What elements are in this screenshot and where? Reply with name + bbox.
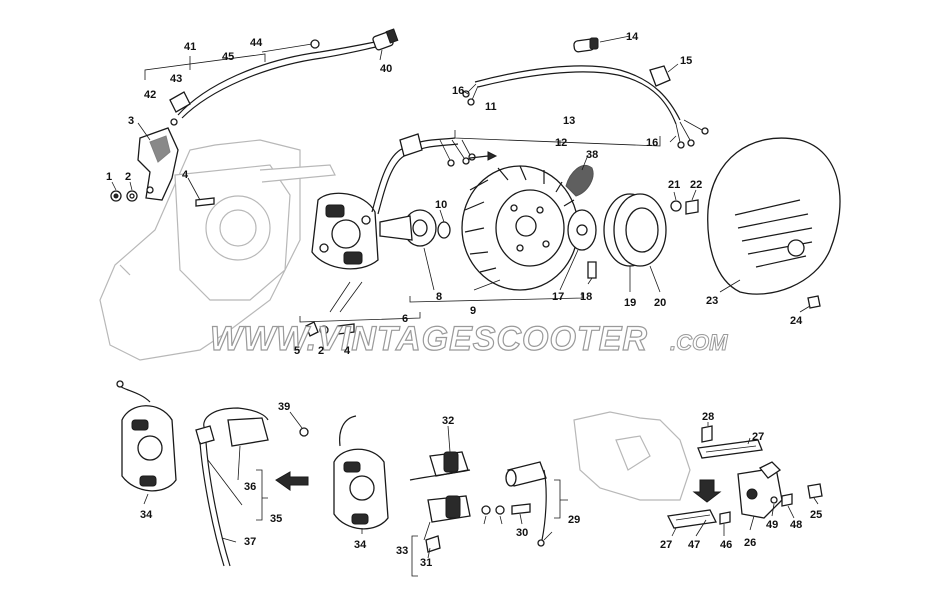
screw-18 — [587, 261, 597, 279]
label-16-right: 16 — [646, 137, 658, 149]
coil-32 — [409, 451, 471, 481]
leader-lines — [111, 35, 819, 577]
label-49: 49 — [766, 519, 778, 531]
contact-breaker-27-bottom — [667, 509, 717, 529]
direction-arrow-down — [692, 479, 722, 503]
felt-pad-38 — [565, 164, 594, 197]
stator-plate-34-mid — [333, 415, 389, 530]
label-12: 12 — [555, 137, 567, 149]
label-34-left: 34 — [140, 509, 153, 521]
label-20: 20 — [654, 297, 666, 309]
label-36: 36 — [244, 481, 256, 493]
label-28: 28 — [702, 411, 714, 423]
small-parts-5-2-30 — [481, 503, 531, 515]
part-labels: 1 2 3 4 5 2 4 6 8 9 10 11 12 13 14 15 16… — [106, 31, 822, 569]
label-21: 21 — [668, 179, 680, 191]
ring-10 — [437, 221, 451, 239]
label-13: 13 — [563, 115, 575, 127]
cap-15 — [649, 65, 671, 87]
label-33: 33 — [396, 545, 408, 557]
label-37: 37 — [244, 536, 256, 548]
label-1: 1 — [106, 171, 112, 183]
label-4-center: 4 — [344, 345, 351, 357]
label-30: 30 — [516, 527, 528, 539]
bolt-48 — [781, 493, 793, 507]
cam-block-26 — [737, 461, 783, 519]
label-15: 15 — [680, 55, 692, 67]
label-34-mid: 34 — [354, 539, 367, 551]
label-27-top: 27 — [752, 431, 764, 443]
coil-31-33 — [423, 495, 471, 553]
label-4: 4 — [182, 169, 189, 181]
ignition-coil-bracket — [137, 127, 179, 201]
label-35: 35 — [270, 513, 282, 525]
label-45: 45 — [222, 51, 234, 63]
label-19: 19 — [624, 297, 636, 309]
watermark-suffix: .COM — [670, 330, 728, 355]
label-27-bottom: 27 — [660, 539, 672, 551]
label-6: 6 — [402, 313, 408, 325]
label-40: 40 — [380, 63, 392, 75]
crankcase-housing — [99, 139, 336, 361]
hv-cable-top — [169, 28, 399, 126]
label-10: 10 — [435, 199, 447, 211]
label-46: 46 — [720, 539, 732, 551]
ignition-coil-36 — [195, 407, 309, 567]
label-3: 3 — [128, 115, 134, 127]
contact-breaker-27-top — [697, 439, 763, 459]
condenser-29 — [505, 461, 547, 547]
washer-21 — [670, 200, 682, 212]
hub-bushing-8 — [379, 209, 437, 247]
label-14: 14 — [626, 31, 639, 43]
screw-24 — [807, 295, 821, 309]
grommet-14-top — [573, 37, 599, 53]
fan-shroud-23 — [707, 137, 841, 295]
label-47: 47 — [688, 539, 700, 551]
label-43: 43 — [170, 73, 182, 85]
mounting-casting — [573, 411, 691, 501]
label-41: 41 — [184, 41, 196, 53]
label-9: 9 — [470, 305, 476, 317]
label-29: 29 — [568, 514, 580, 526]
label-17: 17 — [552, 291, 564, 303]
wire-harness-13 — [462, 65, 709, 149]
wire-harness-12 — [371, 133, 498, 215]
screw-28 — [701, 425, 713, 443]
cover-disc-19-20 — [603, 193, 667, 267]
label-11: 11 — [485, 101, 497, 113]
label-22: 22 — [690, 179, 702, 191]
small-parts-5-2-4 — [305, 321, 355, 337]
label-25: 25 — [810, 509, 822, 521]
label-42: 42 — [144, 89, 156, 101]
plate-17 — [567, 209, 597, 251]
label-26: 26 — [744, 537, 756, 549]
stator-plate-34-left — [116, 380, 177, 492]
label-16-top: 16 — [452, 85, 464, 97]
label-31: 31 — [420, 557, 432, 569]
label-39: 39 — [278, 401, 290, 413]
bolt-25 — [807, 483, 823, 499]
label-44: 44 — [250, 37, 263, 49]
washer-49 — [770, 496, 778, 504]
nut-washer-1-2 — [110, 190, 215, 207]
label-24: 24 — [790, 315, 803, 327]
label-8: 8 — [436, 291, 442, 303]
label-2: 2 — [125, 171, 131, 183]
label-48: 48 — [790, 519, 802, 531]
screw-46 — [719, 511, 731, 525]
stator-plate — [311, 192, 379, 270]
label-23: 23 — [706, 295, 718, 307]
label-38: 38 — [586, 149, 598, 161]
label-2-center: 2 — [318, 345, 324, 357]
direction-arrow-left — [275, 471, 309, 491]
label-5: 5 — [294, 345, 300, 357]
flywheel-rotor — [461, 165, 579, 291]
watermark-text: WWW.VINTAGESCOOTER — [210, 320, 648, 358]
bolt-22 — [685, 199, 699, 215]
label-32: 32 — [442, 415, 454, 427]
label-18: 18 — [580, 291, 592, 303]
